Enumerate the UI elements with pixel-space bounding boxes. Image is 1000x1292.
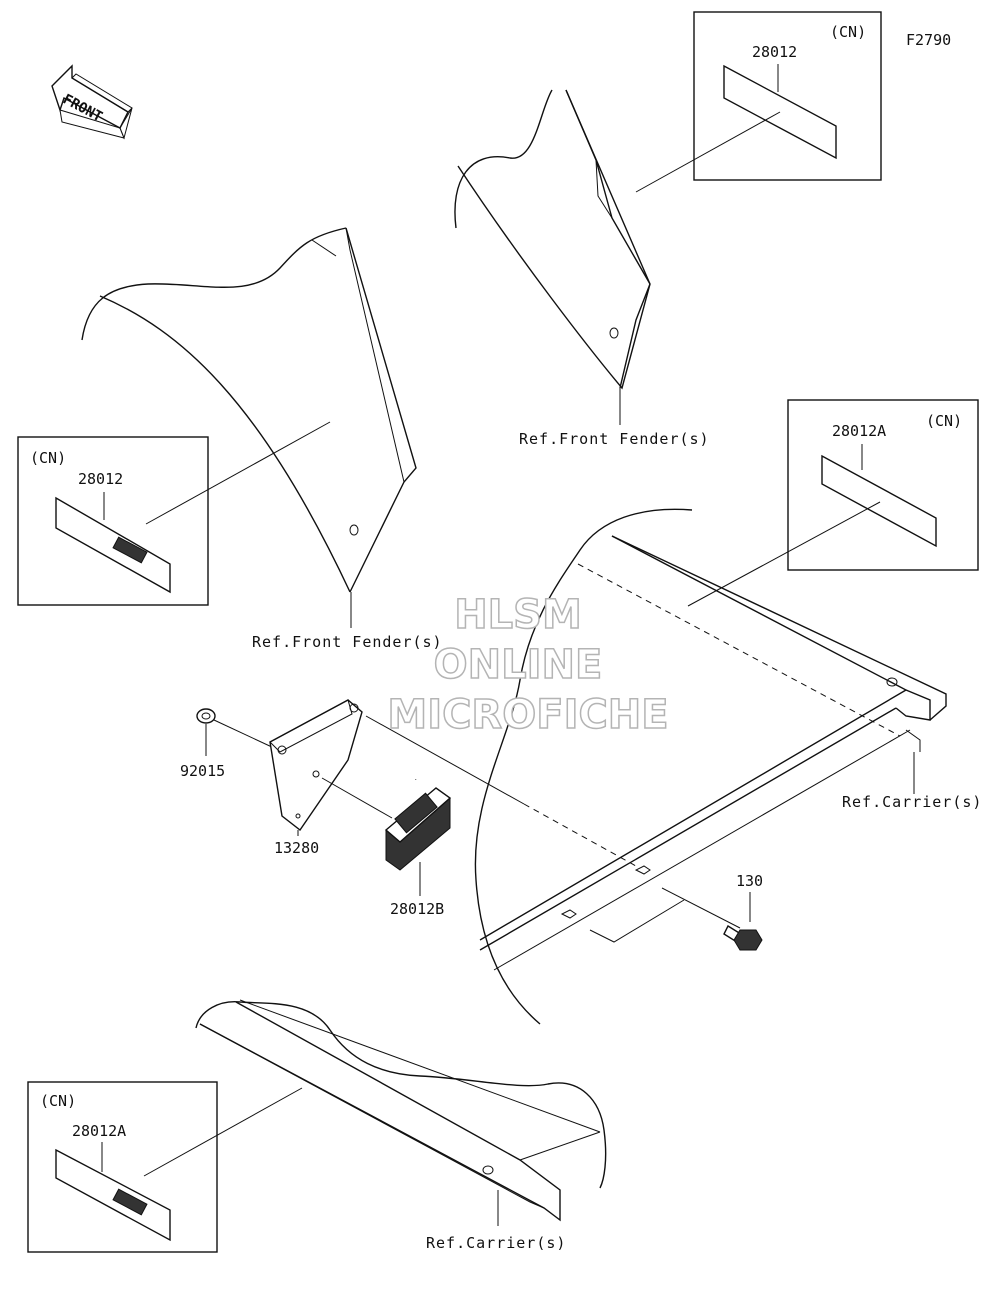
ref-carrier-bottom: Ref.Carrier(s) bbox=[426, 1234, 566, 1252]
part-number-130: 130 bbox=[736, 872, 763, 890]
part-number-13280: 13280 bbox=[274, 839, 319, 857]
part-number-28012: 28012 bbox=[752, 43, 797, 61]
watermark: HLSM ONLINE MICROFICHE bbox=[387, 591, 670, 739]
region-tag: (CN) bbox=[40, 1092, 76, 1110]
part-number-28012A: 28012A bbox=[72, 1122, 126, 1140]
part-number-92015: 92015 bbox=[180, 762, 225, 780]
svg-text:.: . bbox=[414, 775, 418, 782]
region-tag: (CN) bbox=[926, 412, 962, 430]
figure-code: F2790 bbox=[906, 31, 951, 49]
front-arrow-icon: FRONT bbox=[51, 64, 133, 140]
part-number-28012: 28012 bbox=[78, 470, 123, 488]
ref-front-fender-upper: Ref.Front Fender(s) bbox=[519, 430, 710, 448]
part-number-28012A: 28012A bbox=[832, 422, 886, 440]
reflector-28012B: 28012B bbox=[384, 787, 452, 918]
bolt-130: 130 bbox=[723, 872, 763, 951]
front-fender-upper: Ref.Front Fender(s) bbox=[454, 89, 710, 448]
watermark-line-2: ONLINE bbox=[434, 642, 603, 688]
part-number-28012B: 28012B bbox=[390, 900, 444, 918]
label-box-left: (CN) 28012 bbox=[17, 421, 331, 606]
label-print-icon bbox=[112, 536, 148, 564]
carrier-right: Ref.Carrier(s) bbox=[474, 508, 982, 1025]
label-print-icon bbox=[112, 1188, 148, 1216]
ref-carrier-right: Ref.Carrier(s) bbox=[842, 793, 982, 811]
carrier-bottom: Ref.Carrier(s) bbox=[195, 999, 607, 1252]
front-fender-left: Ref.Front Fender(s) bbox=[81, 227, 443, 651]
region-tag: (CN) bbox=[830, 23, 866, 41]
watermark-line-1: HLSM bbox=[454, 592, 582, 638]
label-box-mid-right: (CN) 28012A bbox=[687, 399, 979, 607]
ref-front-fender-left: Ref.Front Fender(s) bbox=[252, 633, 443, 651]
bracket-13280: 13280 bbox=[269, 699, 363, 857]
watermark-line-3: MICROFICHE bbox=[387, 692, 668, 738]
nut-92015: 92015 bbox=[180, 708, 225, 780]
label-box-bottom-left: (CN) 28012A bbox=[27, 1081, 303, 1253]
region-tag: (CN) bbox=[30, 449, 66, 467]
label-box-top-right: (CN) 28012 bbox=[635, 11, 882, 193]
